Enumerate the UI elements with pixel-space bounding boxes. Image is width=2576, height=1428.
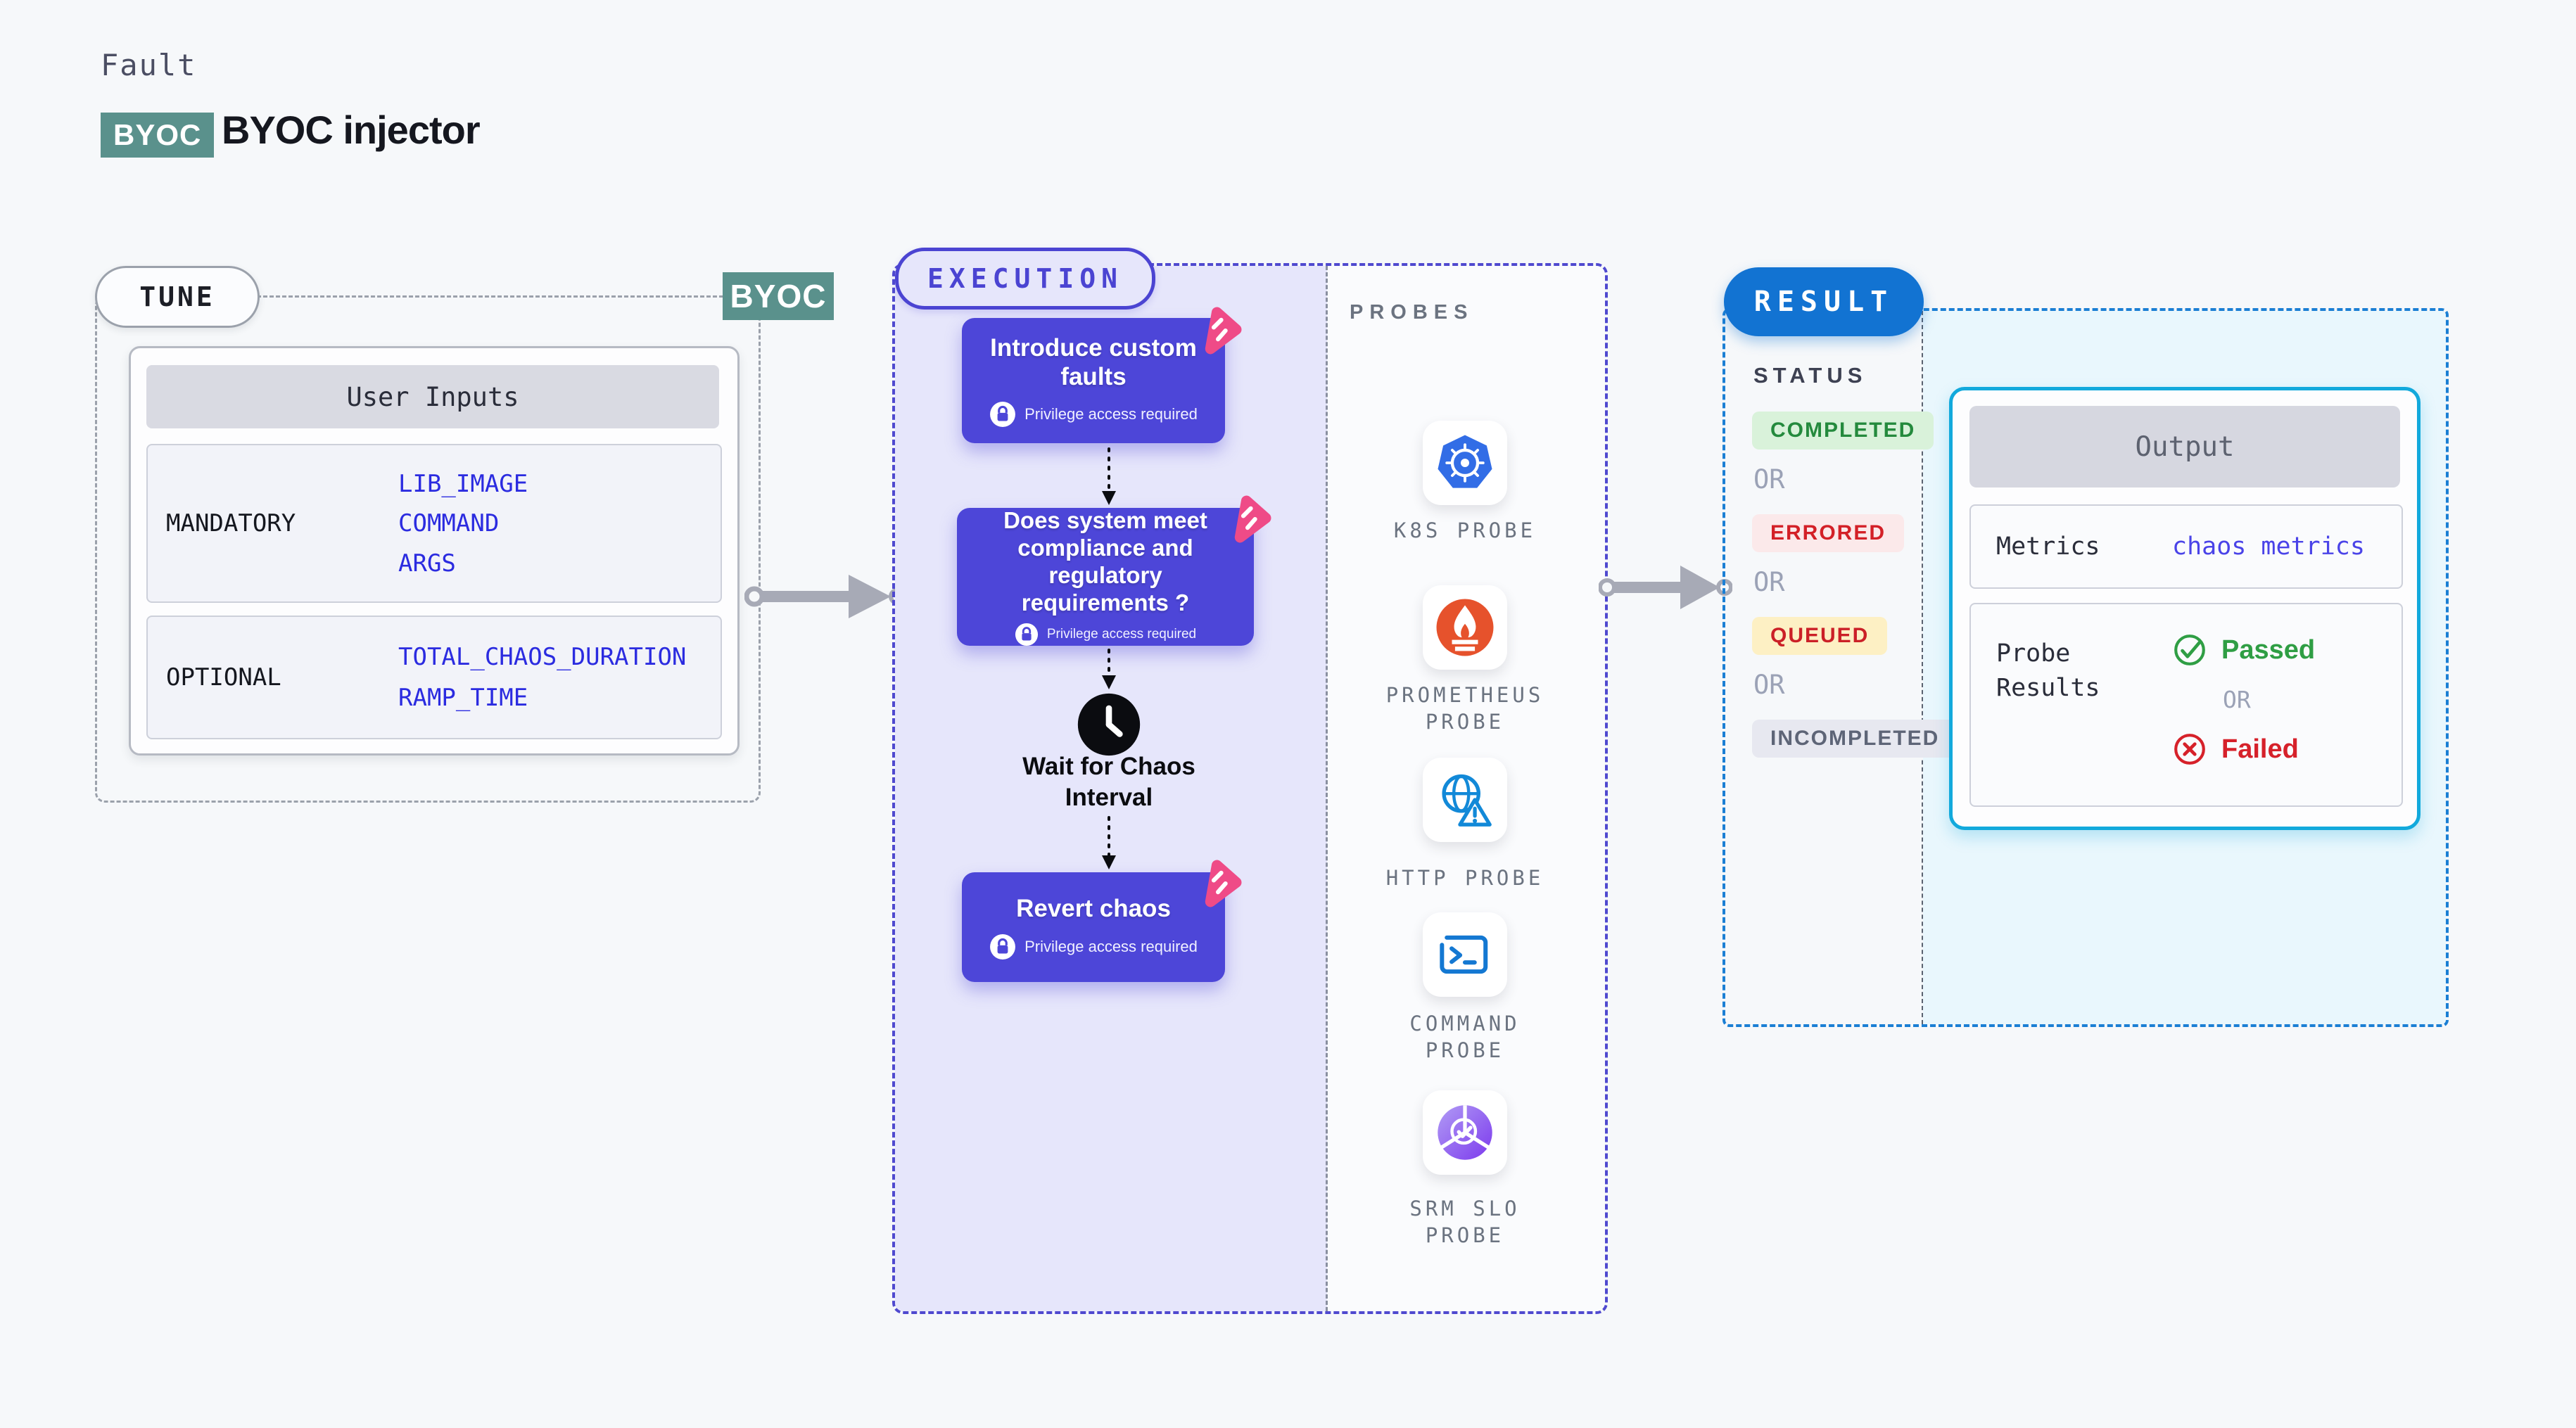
terminal-icon [1440, 935, 1488, 974]
output-header: Output [1969, 406, 2400, 487]
kubernetes-icon [1438, 435, 1492, 488]
status-output-divider [1922, 311, 1923, 1024]
user-inputs-header: User Inputs [146, 365, 719, 428]
or-separator: OR [1753, 464, 1785, 495]
status-badge-completed: COMPLETED [1752, 412, 1934, 450]
card-title: Revert chaos [1016, 895, 1171, 923]
user-inputs-card: User Inputs MANDATORY LIB_IMAGE COMMAND … [129, 346, 740, 756]
chaos-icon [1205, 860, 1242, 907]
flow-connector [1102, 816, 1116, 869]
metrics-row: Metrics chaos metrics [1969, 504, 2403, 589]
clock-icon [1077, 693, 1141, 756]
execution-pill: EXECUTION [895, 248, 1155, 310]
env-var: COMMAND [398, 509, 500, 537]
or-separator: OR [2223, 686, 2251, 713]
optional-row: OPTIONAL TOTAL_CHAOS_DURATION RAMP_TIME [146, 616, 722, 739]
prometheus-icon [1436, 599, 1494, 656]
status-badge-queued: QUEUED [1752, 617, 1888, 655]
passed-check-icon [2174, 635, 2205, 665]
probes-title: PROBES [1350, 301, 1474, 324]
failed-label: Failed [2221, 734, 2299, 764]
revert-chaos-card: Revert chaos Privilege access required [962, 872, 1225, 982]
probe-label: K8S PROBE [1393, 518, 1537, 542]
probe-results-label: Probe Results [1996, 639, 2100, 702]
env-var: LIB_IMAGE [398, 469, 528, 498]
probe-card [1423, 1090, 1507, 1175]
compliance-check-card: Does system meet compliance and regulato… [957, 507, 1254, 646]
card-title: Does system meet compliance and regulato… [1003, 507, 1207, 616]
failed-x-icon [2174, 734, 2205, 765]
status-badge-errored: ERRORED [1752, 514, 1905, 552]
probe-results-row: Probe Results Passed OR Faile [1969, 603, 2403, 807]
wait-for-chaos-interval-label: Wait for Chaos Interval [1022, 753, 1195, 811]
lock-icon [990, 402, 1016, 428]
optional-label: OPTIONAL [166, 663, 281, 691]
srm-slo-icon [1438, 1105, 1492, 1160]
env-var: RAMP_TIME [398, 684, 528, 713]
probe-card [1423, 585, 1507, 670]
probe-label: SRM SLO PROBE [1409, 1197, 1521, 1247]
introduce-faults-card: Introduce custom faults Privilege access… [962, 318, 1225, 443]
execution-probes-divider [1326, 266, 1328, 1311]
probe-card [1423, 758, 1507, 842]
card-title: Introduce custom faults [990, 333, 1197, 390]
passed-label: Passed [2221, 635, 2316, 665]
output-card: Output Metrics chaos metrics Probe Resul… [1949, 387, 2420, 830]
execution-to-result-arrow [1599, 566, 1732, 609]
probe-card [1423, 421, 1507, 505]
privilege-note: Privilege access required [1024, 405, 1198, 423]
probe-label: HTTP PROBE [1385, 866, 1544, 890]
chaos-icon [1205, 307, 1242, 355]
tune-pill: TUNE [95, 266, 260, 328]
metrics-value: chaos metrics [2172, 533, 2365, 561]
status-title: STATUS [1753, 363, 1867, 388]
tune-to-execution-arrow [744, 575, 906, 618]
lock-icon [990, 933, 1016, 960]
byoc-corner-tag: BYOC [723, 272, 834, 320]
flow-connector [1102, 447, 1116, 505]
probe-label: COMMAND PROBE [1409, 1012, 1521, 1062]
privilege-note: Privilege access required [1046, 626, 1197, 642]
or-separator: OR [1753, 567, 1785, 597]
mandatory-row: MANDATORY LIB_IMAGE COMMAND ARGS [146, 444, 722, 603]
metrics-label: Metrics [1996, 533, 2100, 561]
fault-kicker: Fault [101, 48, 197, 82]
mandatory-label: MANDATORY [166, 509, 296, 537]
flow-connector [1102, 649, 1116, 689]
result-pill: RESULT [1724, 267, 1924, 336]
env-var: TOTAL_CHAOS_DURATION [398, 642, 687, 671]
probe-label: PROMETHEUS PROBE [1385, 683, 1544, 734]
privilege-note: Privilege access required [1024, 937, 1198, 955]
byoc-badge: BYOC [101, 113, 215, 158]
http-globe-icon [1442, 774, 1492, 827]
page-title: BYOC injector [222, 108, 481, 152]
status-badge-incompleted: INCOMPLETED [1752, 720, 1958, 758]
lock-icon [1015, 623, 1038, 646]
probe-card [1423, 912, 1507, 997]
env-var: ARGS [398, 549, 456, 578]
chaos-icon [1234, 495, 1271, 543]
or-separator: OR [1753, 670, 1785, 700]
tune-section-box [95, 295, 761, 803]
